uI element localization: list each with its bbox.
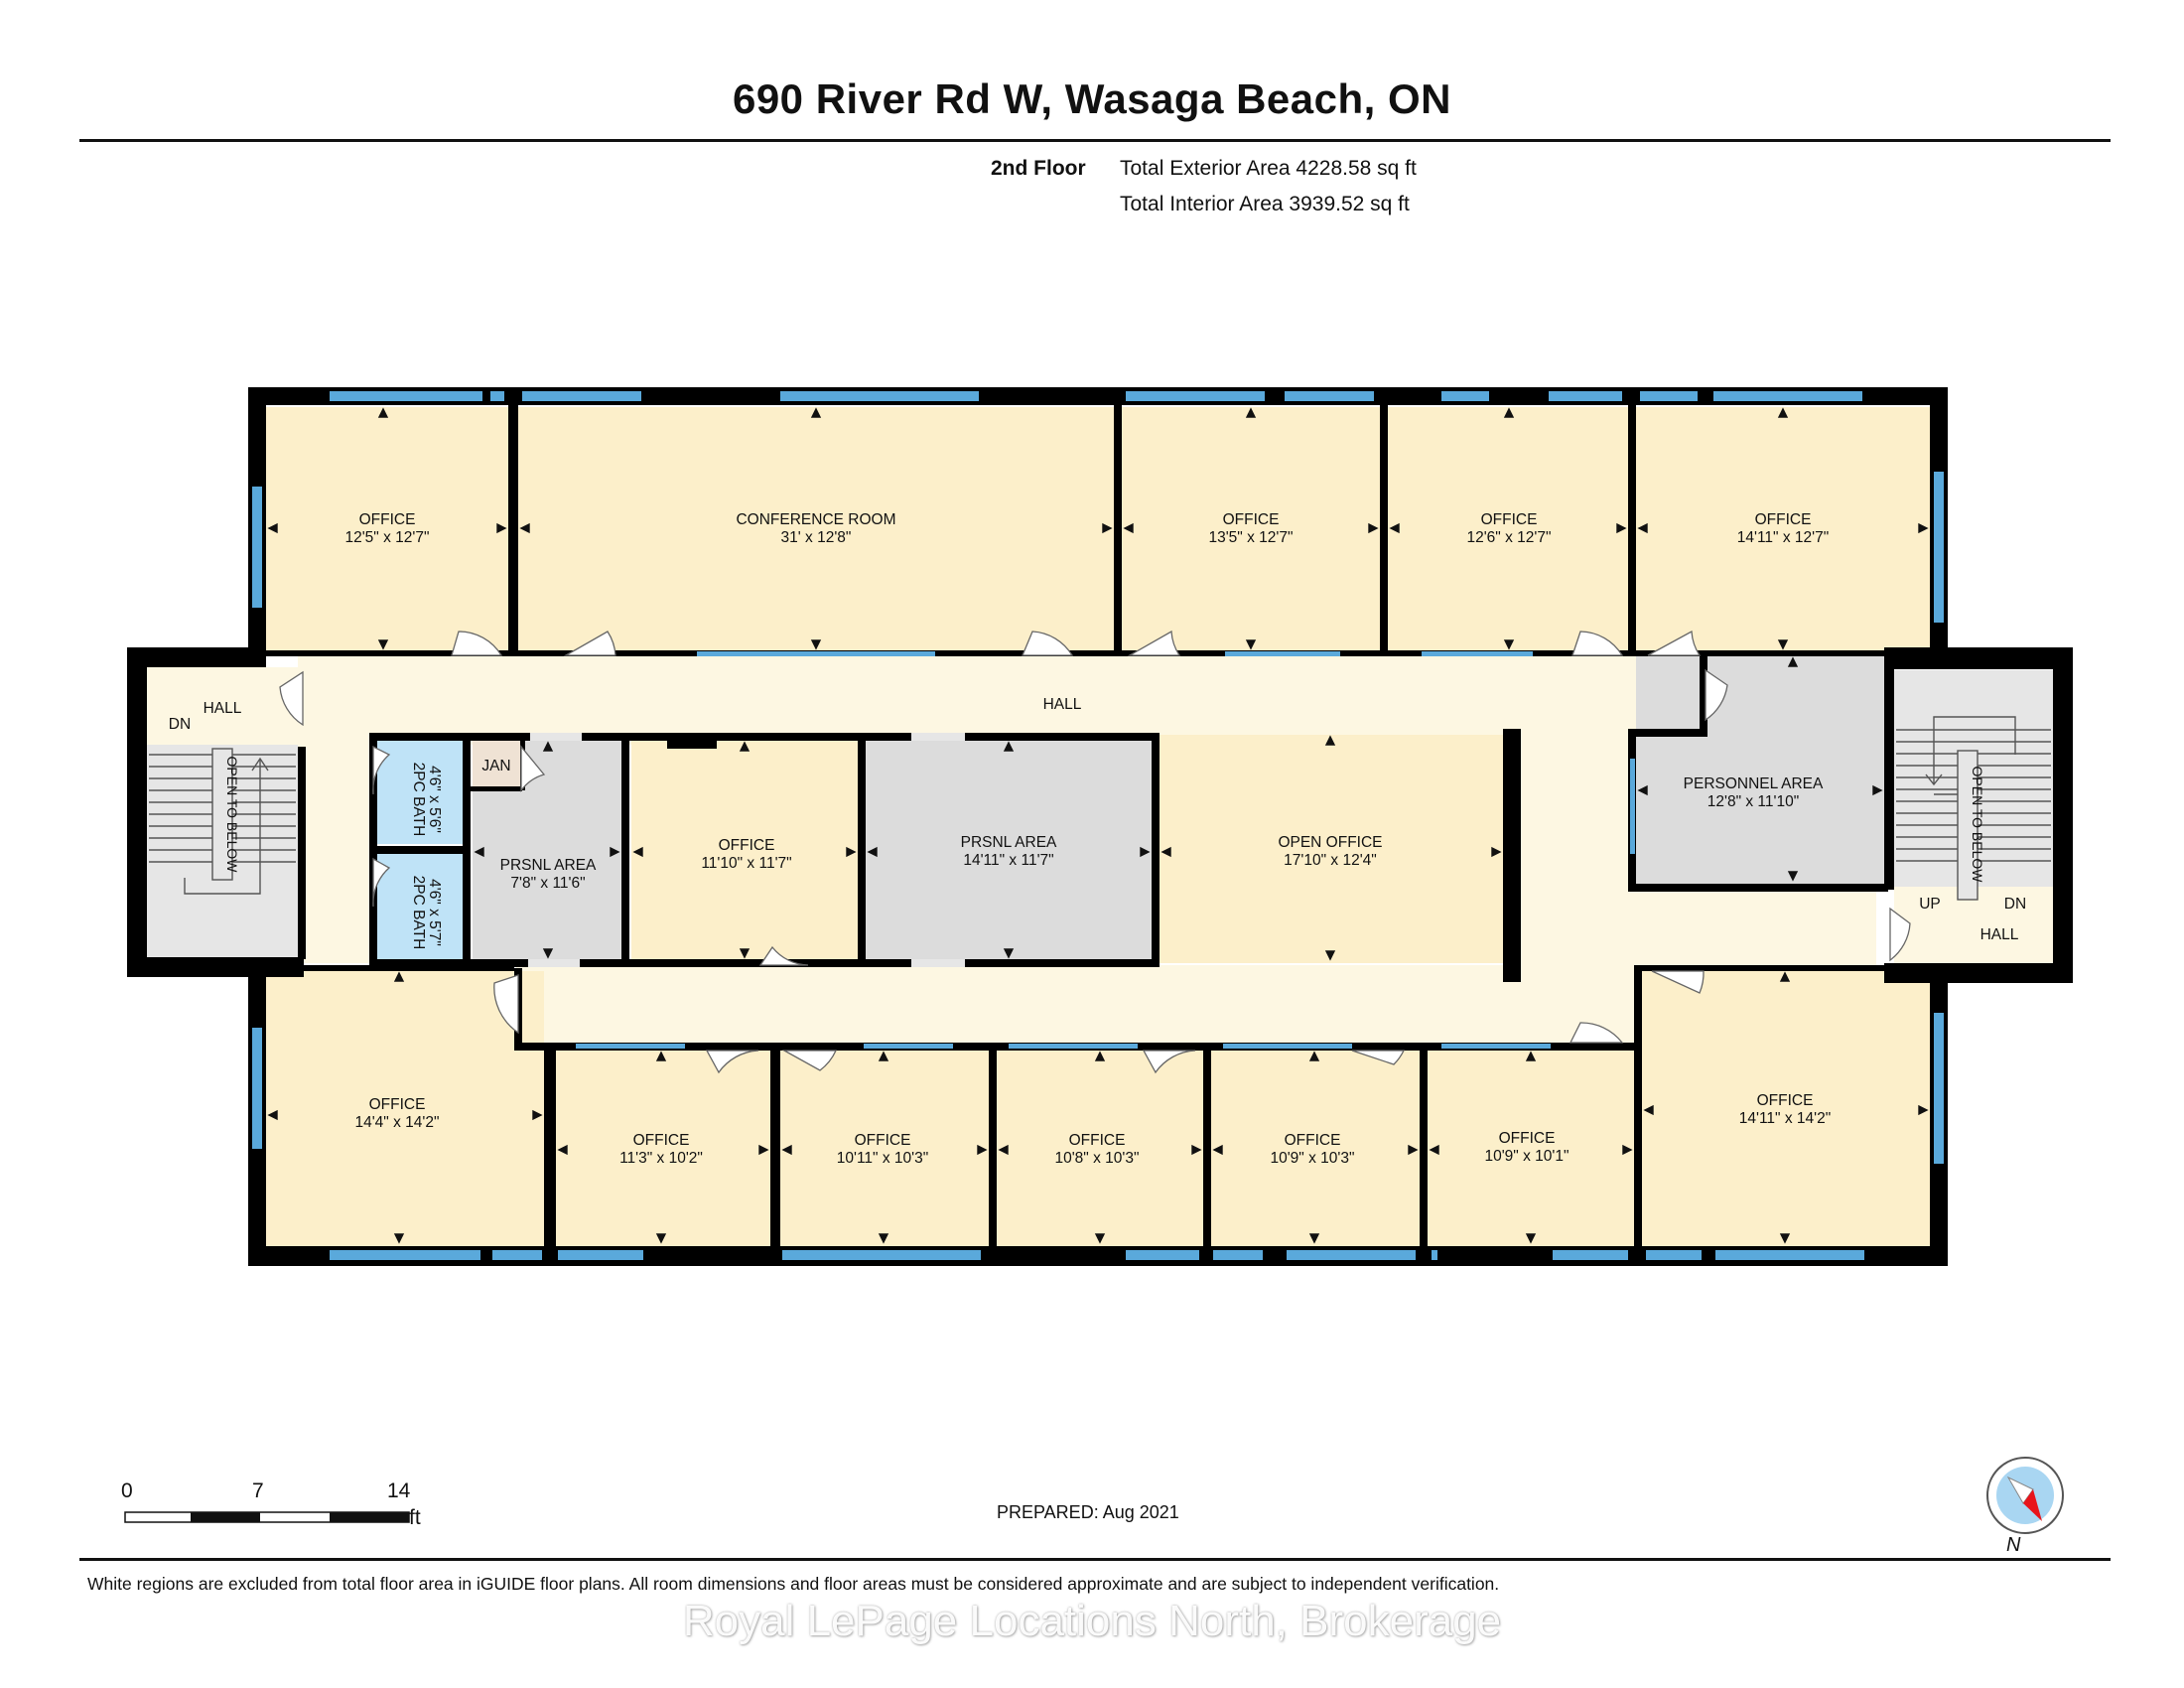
office-4-floor xyxy=(1636,407,1930,652)
prsnl-mid-floor xyxy=(866,740,1152,961)
scale-unit: ft xyxy=(409,1506,421,1529)
bath-2-name: 2PC BATH xyxy=(410,876,427,950)
bath-2-dims: 4'6" x 5'7" xyxy=(426,879,443,946)
scale-tick-0: 0 xyxy=(121,1479,133,1502)
office-mid-name: OFFICE xyxy=(719,837,775,854)
office-3-floor xyxy=(1388,407,1628,652)
scale-tick-14: 14 xyxy=(387,1479,411,1502)
office-b5-floor xyxy=(1211,1051,1420,1246)
personnel-floor xyxy=(1636,655,1884,884)
conference-dims: 31' x 12'8" xyxy=(781,529,852,546)
bath-1-dims: 4'6" x 5'6" xyxy=(426,766,443,833)
hall-left-name: HALL xyxy=(204,700,242,717)
office-b6-name: OFFICE xyxy=(1499,1130,1556,1147)
office-b4-dims: 10'8" x 10'3" xyxy=(1054,1150,1139,1167)
office-1-name: OFFICE xyxy=(359,511,416,528)
compass-icon: N xyxy=(1986,1457,2064,1556)
jan-floor xyxy=(473,740,522,789)
header-rule xyxy=(79,139,2111,142)
compass-north-label: N xyxy=(2006,1534,2021,1556)
watermark: Royal LePage Locations North, Brokerage xyxy=(682,1597,1502,1645)
floor-label: 2nd Floor xyxy=(991,157,1086,180)
open-office-name: OPEN OFFICE xyxy=(1278,834,1382,851)
stair-left-dn: DN xyxy=(169,716,191,733)
office-b2-floor xyxy=(556,1051,770,1246)
scale-tick-7: 7 xyxy=(252,1479,264,1502)
dimension-arrows xyxy=(267,407,1929,1244)
scale-bar xyxy=(124,1511,410,1523)
wall-top xyxy=(248,387,1946,405)
open-office-floor xyxy=(1160,735,1505,963)
office-2-name: OFFICE xyxy=(1223,511,1280,528)
office-b6-dims: 10'9" x 10'1" xyxy=(1484,1148,1569,1165)
page-title: 690 River Rd W, Wasaga Beach, ON xyxy=(732,75,1452,122)
jan-name: JAN xyxy=(481,758,510,774)
footer-rule xyxy=(79,1558,2111,1561)
office-b7-name: OFFICE xyxy=(1757,1092,1814,1109)
office-1-dims: 12'5" x 12'7" xyxy=(344,529,429,546)
personnel-name: PERSONNEL AREA xyxy=(1684,775,1824,792)
office-b1-name: OFFICE xyxy=(369,1096,426,1113)
stair-treads-right xyxy=(1896,716,2051,901)
room-labels: OFFICE 12'5" x 12'7" CONFERENCE ROOM 31'… xyxy=(169,511,2026,1167)
stair-right-open: OPEN TO BELOW xyxy=(1970,767,1985,884)
office-b1-floor xyxy=(266,971,544,1246)
office-b3-dims: 10'11" x 10'3" xyxy=(837,1150,928,1167)
office-b5-name: OFFICE xyxy=(1285,1132,1341,1149)
office-b7-dims: 14'11" x 14'2" xyxy=(1739,1110,1831,1127)
conference-name: CONFERENCE ROOM xyxy=(736,511,895,528)
openings xyxy=(528,733,965,967)
office-b5-dims: 10'9" x 10'3" xyxy=(1270,1150,1354,1167)
hall-east-link xyxy=(1628,889,1876,968)
office-b3-name: OFFICE xyxy=(855,1132,911,1149)
hall-right-name: HALL xyxy=(1980,926,2019,943)
stair-right-up: UP xyxy=(1919,896,1941,913)
office-2-dims: 13'5" x 12'7" xyxy=(1208,529,1293,546)
office-b6-floor xyxy=(1428,1051,1634,1246)
office-2-floor xyxy=(1122,407,1380,652)
office-3-dims: 12'6" x 12'7" xyxy=(1466,529,1551,546)
open-office-dims: 17'10" x 12'4" xyxy=(1284,852,1377,869)
stair-left-open: OPEN TO BELOW xyxy=(224,757,240,874)
interior-area: Total Interior Area 3939.52 sq ft xyxy=(1120,193,1410,215)
windows xyxy=(252,391,1944,1260)
office-mid-floor xyxy=(631,740,858,961)
exterior-area: Total Exterior Area 4228.58 sq ft xyxy=(1120,157,1417,180)
office-4-name: OFFICE xyxy=(1755,511,1812,528)
hall-left-floor xyxy=(147,667,298,747)
hall-south-floor xyxy=(516,965,1628,1045)
office-b1-dims: 14'4" x 14'2" xyxy=(354,1114,439,1131)
hall-main-floor xyxy=(298,655,1688,745)
prsnl-small-name: PRSNL AREA xyxy=(500,857,597,874)
conference-floor xyxy=(518,407,1114,652)
disclaimer: White regions are excluded from total fl… xyxy=(87,1574,1500,1594)
doors xyxy=(279,630,1911,1074)
office-mid-dims: 11'10" x 11'7" xyxy=(701,855,791,872)
hall-main-name: HALL xyxy=(1043,696,1082,713)
office-b4-floor xyxy=(997,1051,1203,1246)
personnel-dims: 12'8" x 11'10" xyxy=(1707,793,1799,810)
office-b2-name: OFFICE xyxy=(633,1132,690,1149)
prepared-date: PREPARED: Aug 2021 xyxy=(997,1502,1179,1522)
bath-1-name: 2PC BATH xyxy=(410,763,427,837)
prsnl-small-dims: 7'8" x 11'6" xyxy=(510,875,585,892)
office-1-floor xyxy=(266,407,508,652)
office-b2-dims: 11'3" x 10'2" xyxy=(619,1150,703,1167)
stair-treads-left xyxy=(149,748,296,895)
office-b7-floor xyxy=(1642,971,1930,1246)
floor-fills xyxy=(147,407,2053,1246)
bath-2-floor xyxy=(371,854,463,961)
office-4-dims: 14'11" x 12'7" xyxy=(1737,529,1829,546)
hall-east-floor xyxy=(1519,745,1638,1043)
prsnl-mid-dims: 14'11" x 11'7" xyxy=(963,852,1053,869)
office-b3-floor xyxy=(780,1051,989,1246)
hall-west-floor xyxy=(298,655,369,963)
office-b4-name: OFFICE xyxy=(1069,1132,1126,1149)
prsnl-mid-name: PRSNL AREA xyxy=(961,834,1057,851)
office-3-name: OFFICE xyxy=(1481,511,1538,528)
stair-right-dn: DN xyxy=(2004,896,2026,913)
